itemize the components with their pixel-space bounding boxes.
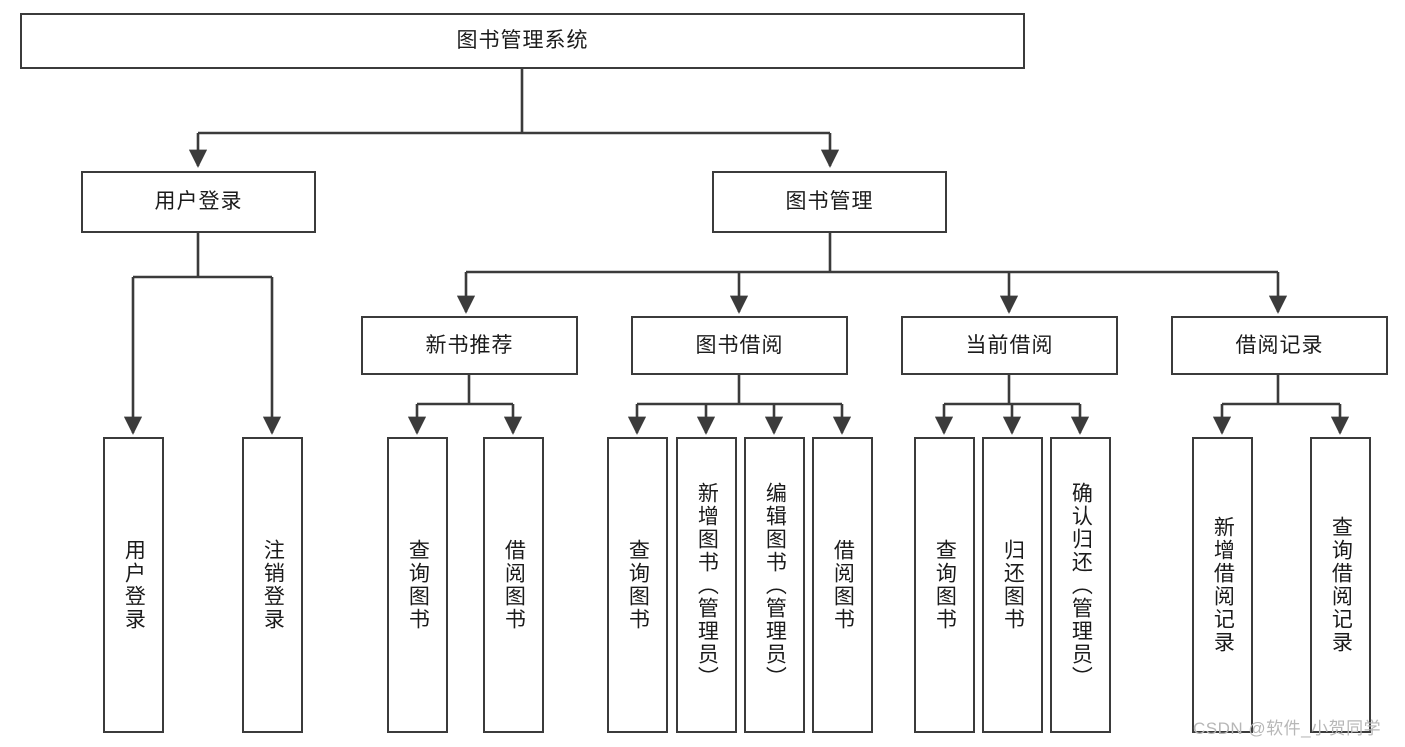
node-leaf-query-book-2[interactable]: 查询图书 [607,437,668,733]
node-leaf-query-book-3[interactable]: 查询图书 [914,437,975,733]
node-leaf-return-book[interactable]: 归还图书 [982,437,1043,733]
node-leaf-borrow-book-2-label: 借阅图书 [831,539,855,631]
node-leaf-query-borrow-record-label: 查询借阅记录 [1329,516,1353,654]
node-book-management[interactable]: 图书管理 [712,171,947,233]
node-book-borrow-label: 图书借阅 [695,333,784,357]
node-leaf-query-book-1-label: 查询图书 [406,539,430,631]
node-borrow-record[interactable]: 借阅记录 [1171,316,1388,375]
node-current-borrow-label: 当前借阅 [965,333,1054,357]
node-leaf-logout-label: 注销登录 [261,539,285,631]
node-root-label: 图书管理系统 [456,29,589,53]
node-leaf-query-book-3-label: 查询图书 [933,539,957,631]
node-leaf-borrow-book-1-label: 借阅图书 [502,539,526,631]
node-book-management-label: 图书管理 [785,190,874,214]
node-leaf-query-book-2-label: 查询图书 [626,539,650,631]
node-new-book-recommend[interactable]: 新书推荐 [361,316,578,375]
node-user-login-label: 用户登录 [154,190,243,214]
node-user-login[interactable]: 用户登录 [81,171,316,233]
node-current-borrow[interactable]: 当前借阅 [901,316,1118,375]
node-leaf-logout[interactable]: 注销登录 [242,437,303,733]
node-leaf-edit-book-admin[interactable]: 编辑图书（管理员） [744,437,805,733]
node-leaf-add-book-admin[interactable]: 新增图书（管理员） [676,437,737,733]
node-leaf-confirm-return-admin[interactable]: 确认归还（管理员） [1050,437,1111,733]
node-new-book-recommend-label: 新书推荐 [425,333,514,357]
node-leaf-confirm-return-admin-label: 确认归还（管理员） [1069,481,1093,689]
node-book-borrow[interactable]: 图书借阅 [631,316,848,375]
node-leaf-return-book-label: 归还图书 [1001,539,1025,631]
node-leaf-add-borrow-record[interactable]: 新增借阅记录 [1192,437,1253,733]
node-leaf-borrow-book-2[interactable]: 借阅图书 [812,437,873,733]
node-leaf-query-book-1[interactable]: 查询图书 [387,437,448,733]
node-leaf-user-login[interactable]: 用户登录 [103,437,164,733]
node-leaf-user-login-label: 用户登录 [122,539,146,631]
node-root[interactable]: 图书管理系统 [20,13,1025,69]
node-leaf-query-borrow-record[interactable]: 查询借阅记录 [1310,437,1371,733]
node-leaf-borrow-book-1[interactable]: 借阅图书 [483,437,544,733]
node-leaf-edit-book-admin-label: 编辑图书（管理员） [763,481,787,689]
node-leaf-add-book-admin-label: 新增图书（管理员） [695,481,719,689]
node-leaf-add-borrow-record-label: 新增借阅记录 [1211,516,1235,654]
node-borrow-record-label: 借阅记录 [1235,333,1324,357]
